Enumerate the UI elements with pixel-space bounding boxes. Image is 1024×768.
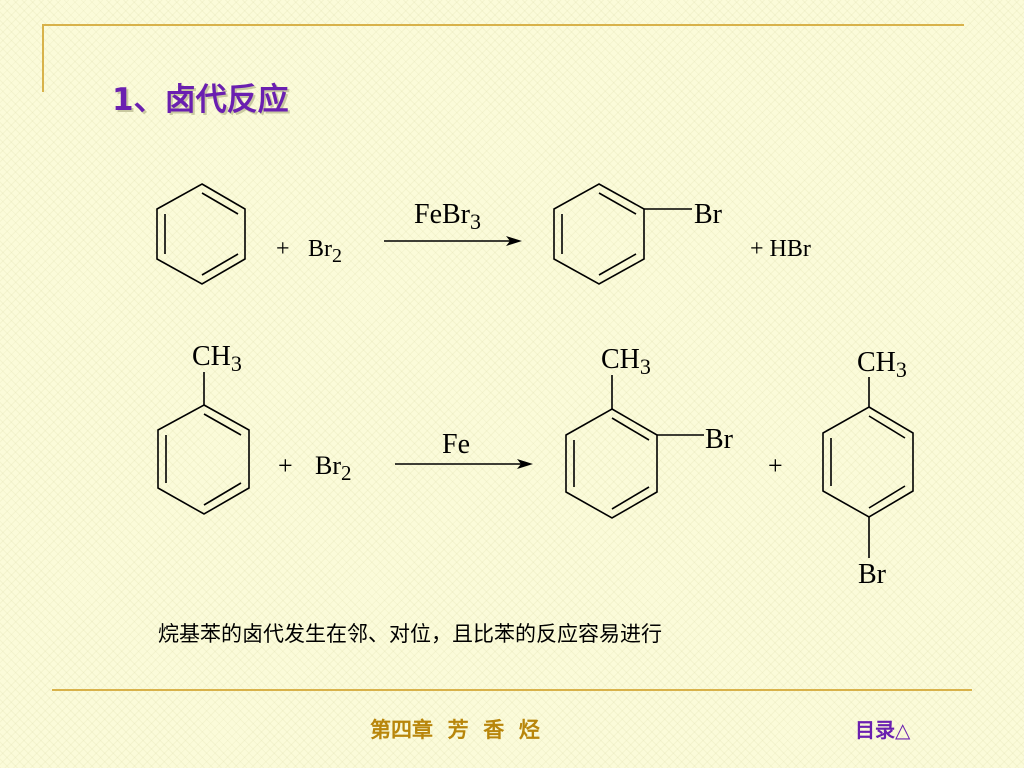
explanation-note: 烷基苯的卤代发生在邻、对位，且比苯的反应容易进行 <box>158 622 662 646</box>
byproduct-hbr: + HBr <box>750 236 811 262</box>
reaction2-reagent: Br2 <box>315 451 352 485</box>
frame-left-line <box>42 24 44 92</box>
products-plus: + <box>768 451 783 480</box>
reaction1-catalyst: FeBr3 <box>414 199 481 234</box>
reaction-arrow-icon <box>395 459 533 469</box>
para-methyl-label: CH3 <box>857 347 907 382</box>
reaction-arrow-icon <box>384 236 522 246</box>
triangle-icon: △ <box>895 718 911 742</box>
ortho-bromo-label: Br <box>705 424 734 455</box>
slide-title: 1、卤代反应 <box>112 82 289 118</box>
reaction1-reagent: Br2 <box>308 236 342 267</box>
para-bromotoluene-ring <box>822 377 914 558</box>
ortho-bromotoluene-ring <box>565 375 704 519</box>
product-bromo-label: Br <box>694 199 723 230</box>
para-bromo-label: Br <box>858 559 887 590</box>
reaction1-plus: + <box>276 236 290 262</box>
toluene-methyl-label: CH3 <box>192 341 242 376</box>
toluene-ring <box>157 372 250 515</box>
footer-divider <box>52 689 972 691</box>
reaction2-plus: + <box>278 451 293 480</box>
frame-top-line <box>42 24 964 26</box>
benzene-ring <box>156 183 246 285</box>
bromobenzene-ring <box>553 183 692 285</box>
ortho-methyl-label: CH3 <box>601 344 651 379</box>
reaction2-catalyst: Fe <box>442 429 470 460</box>
toc-link[interactable]: 目录△ <box>855 714 910 743</box>
chapter-label: 第四章 芳 香 烃 <box>370 718 540 742</box>
toc-label: 目录 <box>855 718 895 742</box>
